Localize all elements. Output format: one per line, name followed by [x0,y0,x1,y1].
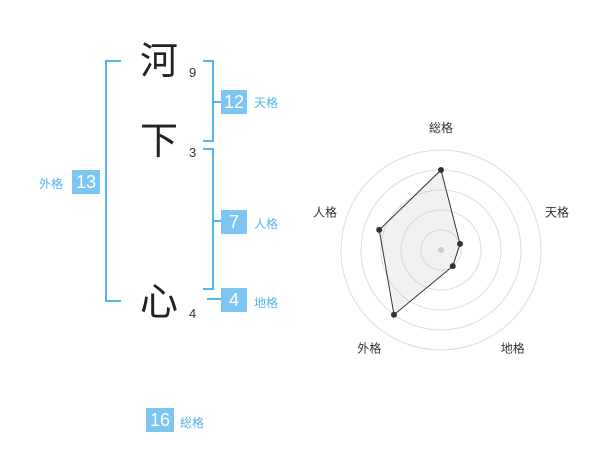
jinkaku-label: 人格 [254,217,279,231]
radar-point [457,240,464,247]
name-char-2: 下 [140,119,179,163]
soukaku-label: 総格 [180,416,205,430]
radar-point [390,311,397,318]
radar-axis-label: 地格 [501,341,525,356]
chikaku-connector [207,298,221,300]
radar-point [438,167,444,173]
gaikaku-label: 外格 [39,177,64,191]
gaikaku-bracket [105,60,121,302]
jinkaku-bracket [203,148,214,290]
tenkaku-value: 12 [221,90,247,114]
soukaku-value: 16 [146,408,174,432]
gaikaku-value: 13 [72,170,100,194]
tenkaku-connector [214,101,221,103]
stroke-count-2: 3 [189,145,197,160]
radar-axis-label: 人格 [313,204,337,219]
jinkaku-value: 7 [221,210,247,234]
name-char-1: 河 [140,39,179,83]
radar-point [376,226,383,233]
radar-axis-label: 外格 [357,341,381,356]
name-char-3: 心 [140,280,179,324]
tenkaku-bracket [203,60,214,142]
radar-axis-label: 天格 [545,204,569,219]
radar-axis-label: 総格 [429,120,453,135]
stroke-count-3: 4 [189,306,197,321]
chikaku-label: 地格 [254,296,279,310]
radar-shape [378,169,461,316]
stroke-count-1: 9 [189,65,197,80]
radar-center [438,247,444,253]
tenkaku-label: 天格 [254,96,279,110]
radar-point [449,263,456,270]
jinkaku-connector [214,220,221,222]
chikaku-value: 4 [221,288,247,312]
